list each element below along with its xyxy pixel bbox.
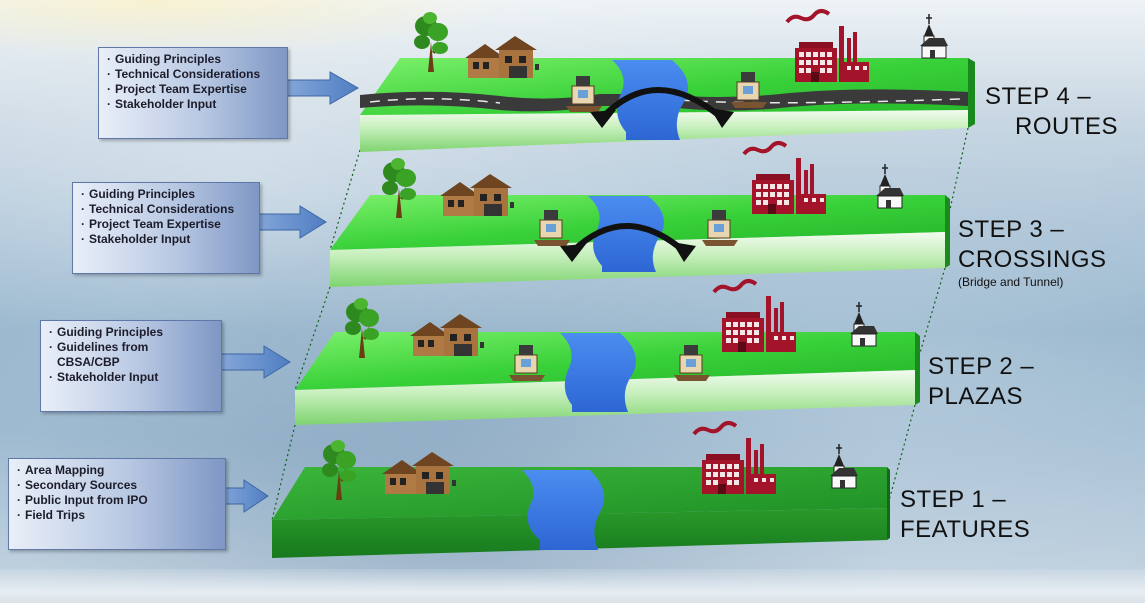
step-3-title-line1: STEP 3 – bbox=[958, 216, 1064, 243]
church-icon bbox=[876, 164, 904, 208]
list-item: Area Mapping bbox=[17, 463, 217, 478]
house-icon bbox=[410, 314, 484, 356]
step-4-inputs: Guiding Principles Technical Considerati… bbox=[98, 47, 288, 139]
list-item: Guidelines from bbox=[49, 340, 213, 355]
layer-step-3 bbox=[330, 143, 950, 287]
layer-step-1 bbox=[272, 423, 890, 558]
factory-icon bbox=[714, 281, 796, 352]
list-item: Stakeholder Input bbox=[107, 97, 279, 112]
list-item: Guiding Principles bbox=[107, 52, 279, 67]
list-item: Field Trips bbox=[17, 508, 217, 523]
step-3-inputs: Guiding Principles Technical Considerati… bbox=[72, 182, 260, 274]
list-item: Technical Considerations bbox=[81, 202, 251, 217]
step-1-title-line2: FEATURES bbox=[900, 516, 1030, 543]
step-4-title-line2: ROUTES bbox=[985, 113, 1118, 140]
church-icon bbox=[850, 302, 878, 346]
list-item: Secondary Sources bbox=[17, 478, 217, 493]
step-1-title-line1: STEP 1 – bbox=[900, 486, 1006, 513]
list-item: Project Team Expertise bbox=[107, 82, 279, 97]
step-1-label: STEP 1 – FEATURES bbox=[900, 485, 1030, 545]
house-icon bbox=[440, 174, 514, 216]
step-4-label: STEP 4 – ROUTES bbox=[985, 82, 1118, 142]
factory-icon bbox=[744, 143, 826, 214]
river-icon bbox=[560, 333, 636, 412]
step-3-title-line2: CROSSINGS bbox=[958, 246, 1107, 273]
list-item: Stakeholder Input bbox=[49, 370, 213, 385]
list-item: Project Team Expertise bbox=[81, 217, 251, 232]
list-item: Guiding Principles bbox=[49, 325, 213, 340]
step-3-subtitle: (Bridge and Tunnel) bbox=[958, 275, 1107, 289]
church-icon bbox=[830, 444, 858, 488]
house-icon bbox=[465, 36, 539, 78]
factory-icon bbox=[787, 11, 869, 82]
list-item: Stakeholder Input bbox=[81, 232, 251, 247]
step-2-title-line1: STEP 2 – bbox=[928, 353, 1034, 380]
list-item: Public Input from IPO bbox=[17, 493, 217, 508]
layer-step-2 bbox=[295, 281, 920, 425]
layer-step-4 bbox=[360, 11, 975, 152]
step-3-label: STEP 3 – CROSSINGS (Bridge and Tunnel) bbox=[958, 215, 1107, 289]
step-2-title-line2: PLAZAS bbox=[928, 383, 1023, 410]
step-4-title-line1: STEP 4 – bbox=[985, 83, 1091, 110]
list-item: Technical Considerations bbox=[107, 67, 279, 82]
factory-icon bbox=[694, 423, 776, 494]
church-icon bbox=[920, 14, 948, 58]
step-2-label: STEP 2 – PLAZAS bbox=[928, 352, 1034, 412]
list-item: CBSA/CBP bbox=[49, 355, 213, 370]
list-item: Guiding Principles bbox=[81, 187, 251, 202]
step-2-inputs: Guiding Principles Guidelines from CBSA/… bbox=[40, 320, 222, 412]
house-icon bbox=[382, 452, 456, 494]
step-1-inputs: Area Mapping Secondary Sources Public In… bbox=[8, 458, 226, 550]
